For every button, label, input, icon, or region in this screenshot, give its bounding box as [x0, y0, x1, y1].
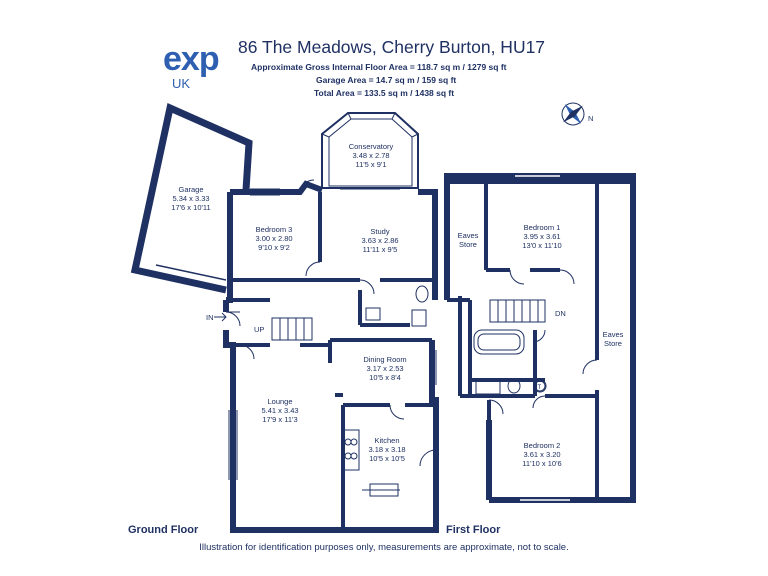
compass-label: N: [588, 114, 593, 123]
svg-text:3.61 x 3.20: 3.61 x 3.20: [523, 450, 560, 459]
svg-text:Eaves: Eaves: [458, 231, 479, 240]
svg-text:3.17 x 2.53: 3.17 x 2.53: [366, 364, 403, 373]
svg-text:Conservatory: Conservatory: [349, 142, 394, 151]
entrance-arrow-icon: [214, 312, 227, 322]
total-area-text: Total Area = 133.5 sq m / 1438 sq ft: [314, 88, 455, 98]
svg-text:10'5 x 10'5: 10'5 x 10'5: [369, 454, 405, 463]
svg-text:Bedroom 2: Bedroom 2: [524, 441, 561, 450]
svg-text:Store: Store: [604, 339, 622, 348]
svg-text:17'6 x 10'11: 17'6 x 10'11: [171, 203, 210, 212]
svg-text:3.95 x 3.61: 3.95 x 3.61: [523, 232, 560, 241]
svg-text:Bedroom 3: Bedroom 3: [256, 225, 293, 234]
first-floor-label: First Floor: [446, 524, 501, 536]
svg-text:11'5 x 9'1: 11'5 x 9'1: [355, 160, 386, 169]
conservatory-walls: [321, 112, 419, 189]
stairs-down-label: DN: [555, 309, 566, 318]
svg-text:13'0 x 11'10: 13'0 x 11'10: [522, 241, 561, 250]
room-kitchen: Kitchen 3.18 x 3.18 10'5 x 10'5: [368, 436, 405, 463]
svg-text:3.18 x 3.18: 3.18 x 3.18: [368, 445, 405, 454]
entrance-label: IN: [206, 313, 214, 322]
stairs-up-label: UP: [254, 325, 264, 334]
svg-text:Bedroom 1: Bedroom 1: [524, 223, 561, 232]
room-dining: Dining Room 3.17 x 2.53 10'5 x 8'4: [363, 355, 406, 382]
room-conservatory: Conservatory 3.48 x 2.78 11'5 x 9'1: [349, 142, 394, 169]
svg-text:5.41 x 3.43: 5.41 x 3.43: [261, 406, 298, 415]
room-eaves-store-right: Eaves Store: [603, 330, 624, 348]
tank-icon: [534, 380, 546, 392]
ground-floor-doors: [225, 179, 437, 467]
svg-text:Lounge: Lounge: [267, 397, 292, 406]
svg-text:9'10 x 9'2: 9'10 x 9'2: [258, 243, 290, 252]
disclaimer: Illustration for identification purposes…: [199, 542, 569, 553]
exp-logo: exp: [163, 40, 220, 78]
kitchen-fixtures: [342, 285, 429, 471]
svg-text:11'11 x 9'5: 11'11 x 9'5: [363, 245, 398, 254]
ground-floor-label: Ground Floor: [128, 524, 199, 536]
svg-text:Garage: Garage: [178, 185, 203, 194]
svg-text:3.00 x 2.80: 3.00 x 2.80: [255, 234, 292, 243]
first-floor-windows: [515, 175, 570, 501]
svg-text:Eaves: Eaves: [603, 330, 624, 339]
svg-text:10'5 x 8'4: 10'5 x 8'4: [369, 373, 401, 382]
room-lounge: Lounge 5.41 x 3.43 17'9 x 11'3: [261, 397, 298, 424]
svg-text:17'9 x 11'3: 17'9 x 11'3: [262, 415, 297, 424]
ground-floor-windows: [228, 188, 437, 497]
svg-text:Kitchen: Kitchen: [374, 436, 399, 445]
garage-walls: [130, 103, 253, 294]
garage-area-text: Garage Area = 14.7 sq m / 159 sq ft: [316, 75, 457, 85]
first-floor-stairs: [489, 299, 546, 323]
svg-text:3.63 x 2.86: 3.63 x 2.86: [361, 236, 398, 245]
first-floor-doors: [488, 269, 598, 415]
room-eaves-store-left: Eaves Store: [458, 231, 479, 249]
svg-text:11'10 x 10'6: 11'10 x 10'6: [522, 459, 561, 468]
room-garage: Garage 5.34 x 3.33 17'6 x 10'11: [171, 185, 210, 212]
compass-icon: [561, 102, 585, 126]
svg-text:Store: Store: [459, 240, 477, 249]
page-title: 86 The Meadows, Cherry Burton, HU17: [238, 37, 546, 57]
logo-region: UK: [172, 76, 191, 91]
room-bedroom2: Bedroom 2 3.61 x 3.20 11'10 x 10'6: [522, 441, 561, 468]
bathroom-fixtures: [473, 329, 547, 395]
room-bedroom3: Bedroom 3 3.00 x 2.80 9'10 x 9'2: [255, 225, 292, 252]
svg-text:Study: Study: [370, 227, 389, 236]
tank-label: T: [538, 385, 542, 391]
svg-text:5.34 x 3.33: 5.34 x 3.33: [172, 194, 209, 203]
ground-floor-interior: [233, 192, 436, 530]
room-study: Study 3.63 x 2.86 11'11 x 9'5: [361, 227, 398, 254]
svg-text:Dining Room: Dining Room: [363, 355, 406, 364]
ground-floor-stairs: [271, 317, 313, 341]
svg-text:3.48 x 2.78: 3.48 x 2.78: [352, 151, 389, 160]
gross-area-text: Approximate Gross Internal Floor Area = …: [251, 62, 507, 72]
room-bedroom1: Bedroom 1 3.95 x 3.61 13'0 x 11'10: [522, 223, 561, 250]
